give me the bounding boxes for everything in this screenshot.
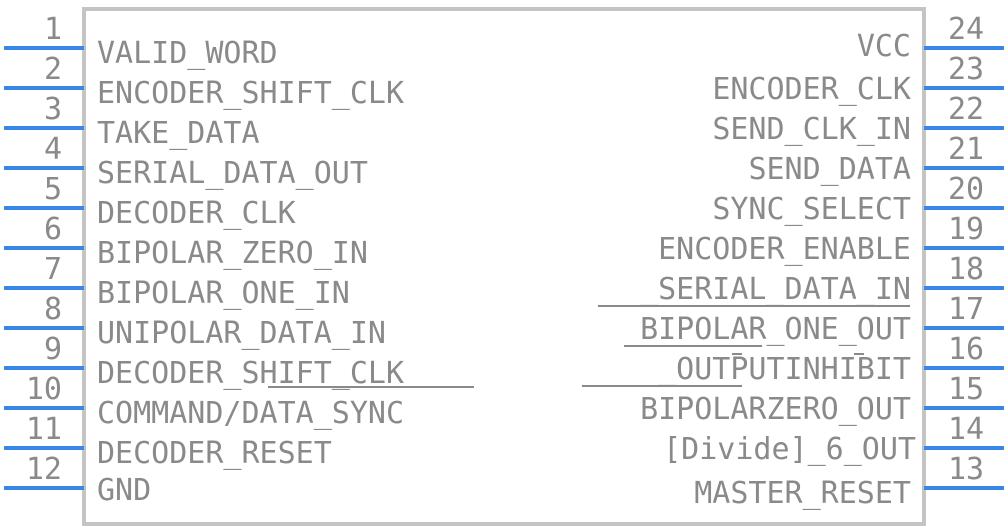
- pin-number: 18: [948, 252, 984, 287]
- pin-label: _OUTPUTINHIBIT: [658, 352, 911, 387]
- pin-number: 12: [26, 452, 62, 487]
- pin-number: 14: [948, 412, 984, 447]
- pin-number: 15: [948, 372, 984, 407]
- pin-label: ENCODER_SHIFT_CLK: [97, 76, 404, 111]
- pin-number: 1: [44, 12, 62, 47]
- pin-number: 16: [948, 332, 984, 367]
- pin-number: 3: [44, 92, 62, 127]
- pin-label: UNIPOLAR_DATA_IN: [97, 316, 386, 351]
- pin-number: 21: [948, 132, 984, 167]
- pin-label: DECODER_RESET: [97, 436, 332, 471]
- pin-number: 19: [948, 212, 984, 247]
- pin-label: BIPOLARZERO_OUT: [640, 392, 911, 427]
- pin-label: TAKE_DATA: [97, 116, 260, 151]
- pin-label: BIPOLAR_ONE_OUT: [640, 312, 911, 347]
- pin-label: DECODER_CLK: [97, 196, 296, 231]
- pin-label: [Divide]_6_OUT: [663, 432, 916, 467]
- pin-label: DECODER_SHIFT_CLK: [97, 356, 404, 391]
- pin-number: 7: [44, 252, 62, 287]
- pin-label: ENCODER_CLK: [712, 72, 911, 107]
- overbar-decorations: [268, 305, 910, 388]
- pin-label: SEND_DATA: [748, 152, 911, 187]
- pin-label: SEND_CLK_IN: [712, 112, 911, 147]
- pin-label: BIPOLAR_ONE_IN: [97, 276, 350, 311]
- component-body: [82, 7, 926, 526]
- pin-number: 13: [948, 452, 984, 487]
- pin-label: BIPOLAR_ZERO_IN: [97, 236, 368, 271]
- pin-number: 10: [26, 372, 62, 407]
- pin-number: 23: [948, 52, 984, 87]
- pin-label: SERIAL_DATA_OUT: [97, 156, 368, 191]
- pin-number: 20: [948, 172, 984, 207]
- pin-number: 9: [44, 332, 62, 367]
- pin-label: SYNC_SELECT: [712, 192, 911, 227]
- pin-label: MASTER_RESET: [694, 476, 911, 511]
- pin-label: VALID_WORD: [97, 36, 278, 71]
- pin-number: 5: [44, 172, 62, 207]
- pin-label: COMMAND/DATA_SYNC: [97, 396, 404, 431]
- pin-label: VCC: [857, 29, 911, 64]
- pin-number: 17: [948, 292, 984, 327]
- pin-label: _SERIAL_DATA_IN: [640, 272, 911, 307]
- pin-number: 11: [26, 412, 62, 447]
- pin-label: ENCODER_ENABLE: [658, 232, 911, 267]
- pin-number: 4: [44, 132, 62, 167]
- pin-number: 22: [948, 92, 984, 127]
- pin-number: 6: [44, 212, 62, 247]
- pin-number: 8: [44, 292, 62, 327]
- pin-label: GND: [97, 473, 151, 508]
- pin-number: 24: [948, 12, 984, 47]
- pin-number: 2: [44, 52, 62, 87]
